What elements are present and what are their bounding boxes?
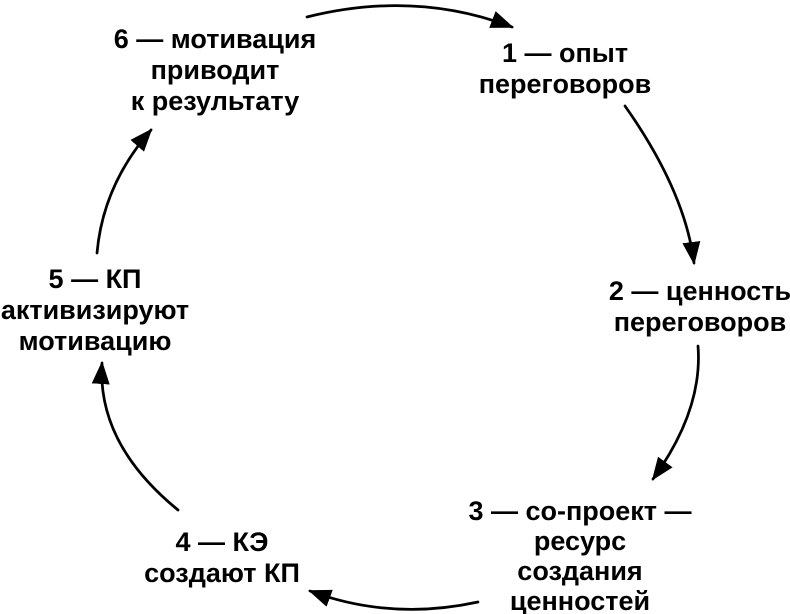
- arrow-2-to-3: [651, 344, 700, 481]
- cycle-node-2-label: 2 — ценность переговоров: [608, 276, 790, 337]
- cycle-node-3-label: 3 — со-проект — ресурс создания ценносте…: [468, 496, 692, 614]
- cycle-node-5-label: 5 — КП активизируют мотивацию: [0, 264, 190, 356]
- arrow-3-to-4: [308, 589, 480, 611]
- cycle-node-6-label: 6 — мотивация приводит к результату: [113, 24, 317, 116]
- arrow-5-to-6: [95, 128, 153, 255]
- arrow-4-to-5: [91, 361, 180, 512]
- arrow-6-to-1: [305, 4, 514, 29]
- cycle-node-1-label: 1 — опыт переговоров: [478, 38, 652, 99]
- arrow-1-to-2: [623, 104, 701, 265]
- cycle-node-4-label: 4 — КЭ создают КП: [144, 527, 300, 588]
